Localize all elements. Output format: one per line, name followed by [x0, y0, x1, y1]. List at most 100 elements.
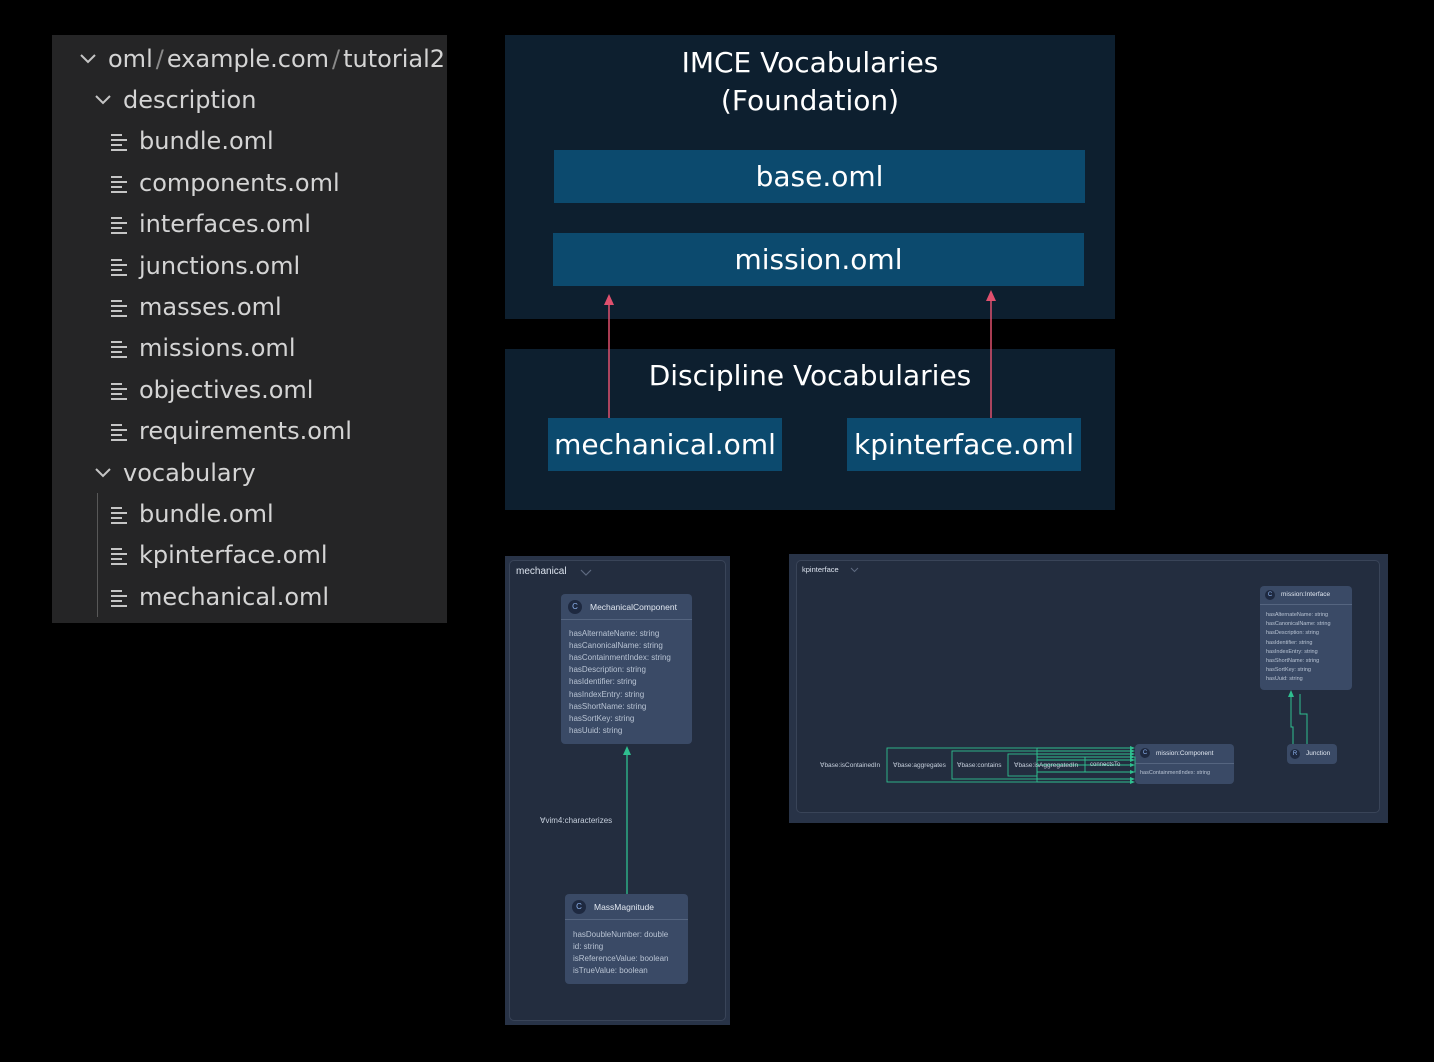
edge-label: connectsTo: [1090, 762, 1121, 768]
file-label: masses.oml: [139, 293, 282, 321]
tree-file[interactable]: objectives.oml: [52, 370, 447, 411]
file-label: mechanical.oml: [139, 582, 330, 611]
tree-file[interactable]: components.oml: [52, 163, 447, 204]
mission-oml-item: mission.oml: [553, 233, 1084, 286]
node-property: isReferenceValue: boolean: [573, 954, 669, 963]
mechanical-frame-title: mechanical: [516, 566, 567, 577]
junction-node[interactable]: R Junction: [1287, 744, 1337, 764]
node-name: MassMagnitude: [594, 902, 655, 912]
file-label: requirements.oml: [139, 417, 352, 446]
class-badge: C: [572, 900, 586, 914]
class-badge: C: [1140, 748, 1150, 758]
node-name: Junction: [1306, 750, 1331, 757]
file-explorer: oml/example.com/tutorial2 description bun…: [52, 35, 447, 623]
edge-path: [1290, 694, 1294, 744]
edge-arrowhead: [1130, 749, 1135, 753]
node-property: hasSortKey: string: [569, 713, 635, 723]
file-icon: [110, 328, 132, 369]
dependency-arrowhead: [986, 290, 996, 301]
node-property: hasCanonicalName: string: [1266, 621, 1331, 628]
edge-arrowhead: [1130, 770, 1135, 774]
tree-file[interactable]: mechanical.oml: [52, 577, 447, 618]
kpinterface-diagram: kpinterface C mission:Interface hasAlter…: [789, 554, 1388, 823]
edge-arrowhead: [1130, 763, 1135, 767]
chevron-down-icon[interactable]: [850, 567, 859, 573]
mechanical-component-node[interactable]: C MechanicalComponent hasAlternateName: …: [561, 594, 692, 744]
node-name: MechanicalComponent: [590, 602, 677, 612]
mission-component-node[interactable]: C mission:Component hasContainmentIndex:…: [1135, 744, 1234, 784]
tree-folder-vocabulary[interactable]: vocabulary: [52, 453, 447, 494]
tree-file[interactable]: interfaces.oml: [52, 204, 447, 245]
tree-folder-description[interactable]: description: [52, 80, 447, 121]
node-property: hasIndexEntry: string: [1266, 648, 1318, 655]
node-property: hasAlternateName: string: [569, 629, 660, 638]
node-property: hasIdentifier: string: [1266, 639, 1313, 646]
node-property: hasDescription: string: [1266, 630, 1319, 637]
path-separator: /: [155, 45, 164, 73]
file-label: missions.oml: [139, 334, 296, 363]
edge-label: ∀base:isAggregatedIn: [1014, 762, 1079, 769]
foundation-vocabularies-box: IMCE Vocabularies (Foundation) base.oml …: [505, 35, 1115, 319]
file-icon: [110, 370, 132, 411]
base-oml-item: base.oml: [554, 150, 1085, 203]
file-icon: [110, 121, 132, 162]
chevron-down-icon[interactable]: [77, 39, 99, 80]
chevron-down-icon[interactable]: [580, 569, 592, 577]
foundation-title: IMCE Vocabularies: [681, 46, 939, 79]
tree-file[interactable]: junctions.oml: [52, 246, 447, 287]
tree-file[interactable]: missions.oml: [52, 328, 447, 369]
chevron-down-icon[interactable]: [92, 80, 114, 121]
tree-file[interactable]: requirements.oml: [52, 411, 447, 452]
node-property: hasUuid: string: [569, 725, 623, 735]
dependency-arrowhead: [604, 294, 614, 305]
node-property: isTrueValue: boolean: [573, 966, 648, 975]
edge-label: ∀base:isContainedIn: [820, 762, 881, 769]
node-property: hasContainmentIndex: string: [569, 653, 671, 663]
file-label: kpinterface.oml: [139, 541, 328, 570]
node-property: hasShortName: string: [569, 701, 647, 711]
kpinterface-frame-title: kpinterface: [802, 565, 839, 574]
node-property: hasSortKey: string: [1266, 667, 1311, 674]
node-property: hasDoubleNumber: double: [573, 930, 669, 939]
tree-file[interactable]: kpinterface.oml: [52, 535, 447, 576]
mass-magnitude-node[interactable]: C MassMagnitude hasDoubleNumber: double i…: [565, 894, 688, 984]
discipline-title: Discipline Vocabularies: [648, 359, 972, 392]
edge-arrowhead: [1130, 777, 1135, 781]
folder-label: description: [123, 86, 257, 114]
mission-interface-node[interactable]: C mission:Interface hasAlternateName: st…: [1260, 586, 1352, 690]
edge-label-characterizes: ∀vim4:characterizes: [540, 816, 613, 825]
edge-path: [1299, 694, 1308, 744]
node-property: hasUuid: string: [1266, 676, 1303, 683]
tree-indent-guide: [97, 493, 98, 617]
path-segment: oml: [108, 45, 153, 73]
node-property: hasIdentifier: string: [569, 677, 637, 687]
node-name: mission:Component: [1156, 750, 1214, 757]
tree-file[interactable]: bundle.oml: [52, 494, 447, 535]
chevron-down-icon[interactable]: [92, 453, 114, 494]
node-property: hasContainmentIndex: string: [1140, 770, 1211, 776]
file-label: components.oml: [139, 168, 340, 197]
path-separator: /: [332, 45, 341, 73]
edge-arrowhead: [1288, 690, 1294, 697]
class-badge: C: [568, 600, 582, 614]
edge-arrowhead: [1130, 780, 1135, 784]
edge-arrowhead: [1130, 746, 1135, 750]
class-badge: C: [1265, 590, 1275, 600]
file-label: bundle.oml: [139, 500, 274, 528]
edge-arrowhead: [1130, 752, 1135, 756]
foundation-subtitle: (Foundation): [720, 84, 900, 117]
node-property: hasAlternateName: string: [1266, 612, 1329, 618]
mechanical-diagram: mechanical C MechanicalComponent hasAlte…: [505, 556, 730, 1025]
node-property: hasIndexEntry: string: [569, 689, 645, 699]
mechanical-oml-item: mechanical.oml: [548, 418, 782, 471]
file-icon: [110, 577, 132, 618]
kpinterface-edges: [886, 690, 1308, 784]
tree-root-folder[interactable]: oml/example.com/tutorial2: [52, 39, 447, 80]
tree-file[interactable]: bundle.oml: [52, 121, 447, 162]
file-label: interfaces.oml: [139, 210, 311, 239]
tree-file[interactable]: masses.oml: [52, 287, 447, 328]
edge-arrowhead: [1130, 755, 1135, 759]
folder-label: vocabulary: [123, 458, 256, 487]
kpinterface-oml-item: kpinterface.oml: [847, 418, 1081, 471]
file-icon: [110, 204, 132, 245]
